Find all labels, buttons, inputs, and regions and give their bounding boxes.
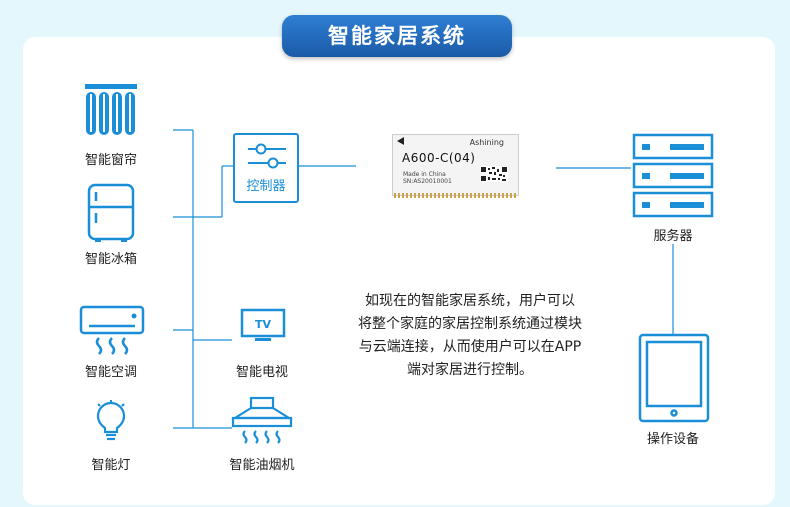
qr-code-icon [480,166,508,182]
description-text: 如现在的智能家居系统，用户可以 将整个家庭的家居控制系统通过模块 与云端连接，从… [330,290,610,382]
description-line-1: 如现在的智能家居系统，用户可以 [330,290,610,313]
range-hood-icon [231,395,293,445]
operate-device-label: 操作设备 [647,428,699,447]
tv-icon: TV [240,308,286,344]
server-label: 服务器 [653,225,692,244]
description-line-4: 端对家居进行控制。 [330,359,610,382]
module-serial: SN:AS20010001 [403,178,452,185]
tablet-icon [638,333,710,423]
aircon-label: 智能空调 [85,361,137,380]
description-line-3: 与云端连接，从而使用户可以在APP [330,336,610,359]
curtain-icon [84,84,138,138]
lamp-icon [94,400,128,444]
module-model: A600-C(04) [402,151,475,165]
pin1-marker-icon [397,137,407,145]
hood-label: 智能油烟机 [229,454,294,473]
lamp-label: 智能灯 [91,454,130,473]
description-line-2: 将整个家庭的家居控制系统通过模块 [330,313,610,336]
tv-badge: TV [255,318,272,331]
controller-label: 控制器 [235,175,297,194]
fridge-label: 智能冰箱 [85,248,137,267]
air-conditioner-icon [79,305,145,355]
module-brand: Ashining [470,138,504,147]
slider-icon [248,141,286,171]
curtain-label: 智能窗帘 [85,149,137,168]
module-chip: Ashining A600-C(04) Made in China SN:AS2… [392,134,519,196]
fridge-icon [87,183,135,243]
server-icon [632,133,714,219]
module-pins [390,193,520,199]
tv-label: 智能电视 [236,361,288,380]
controller-box: 控制器 [233,133,299,203]
module-made-in: Made in China [403,171,446,178]
